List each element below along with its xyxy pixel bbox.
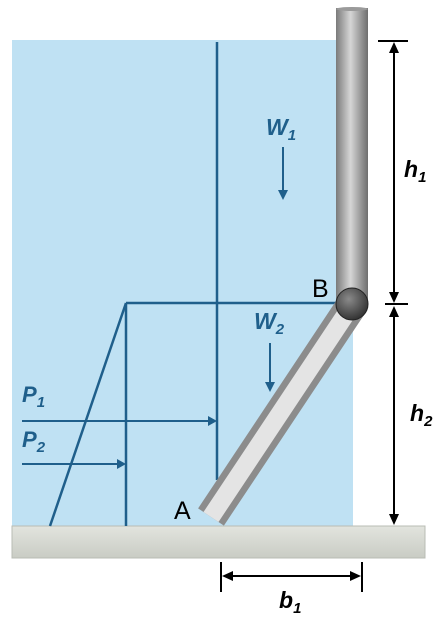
p1-arrow-head [208,416,217,426]
vertical-pipe [336,8,368,304]
label-h2: h2 [410,400,433,430]
p2-arrow-head [117,459,126,469]
h1-arrow-up [389,42,399,53]
label-p1: P1 [22,382,45,411]
water-region [12,40,353,526]
label-b1: b1 [279,587,301,617]
b1-arrow-left [222,571,233,581]
pressure-diagram-slant-line [48,302,128,527]
label-w1: W1 [266,114,296,144]
vertical-pipe-top-cap [336,7,368,11]
label-h1: h1 [404,156,426,186]
h2-arrow-up [389,306,399,317]
label-w2: W2 [254,308,285,338]
h1-arrow-down [389,292,399,303]
ground-slab [11,525,426,559]
hinge-b [335,287,369,321]
label-point-a: A [174,497,191,525]
inclined-gate-pipe-highlight [203,300,360,522]
label-point-b: B [312,275,329,303]
w2-arrow-head [265,382,275,392]
w1-arrow-head [278,190,288,200]
h2-arrow-down [389,514,399,525]
b1-arrow-right [350,571,361,581]
label-p2: P2 [22,427,46,456]
